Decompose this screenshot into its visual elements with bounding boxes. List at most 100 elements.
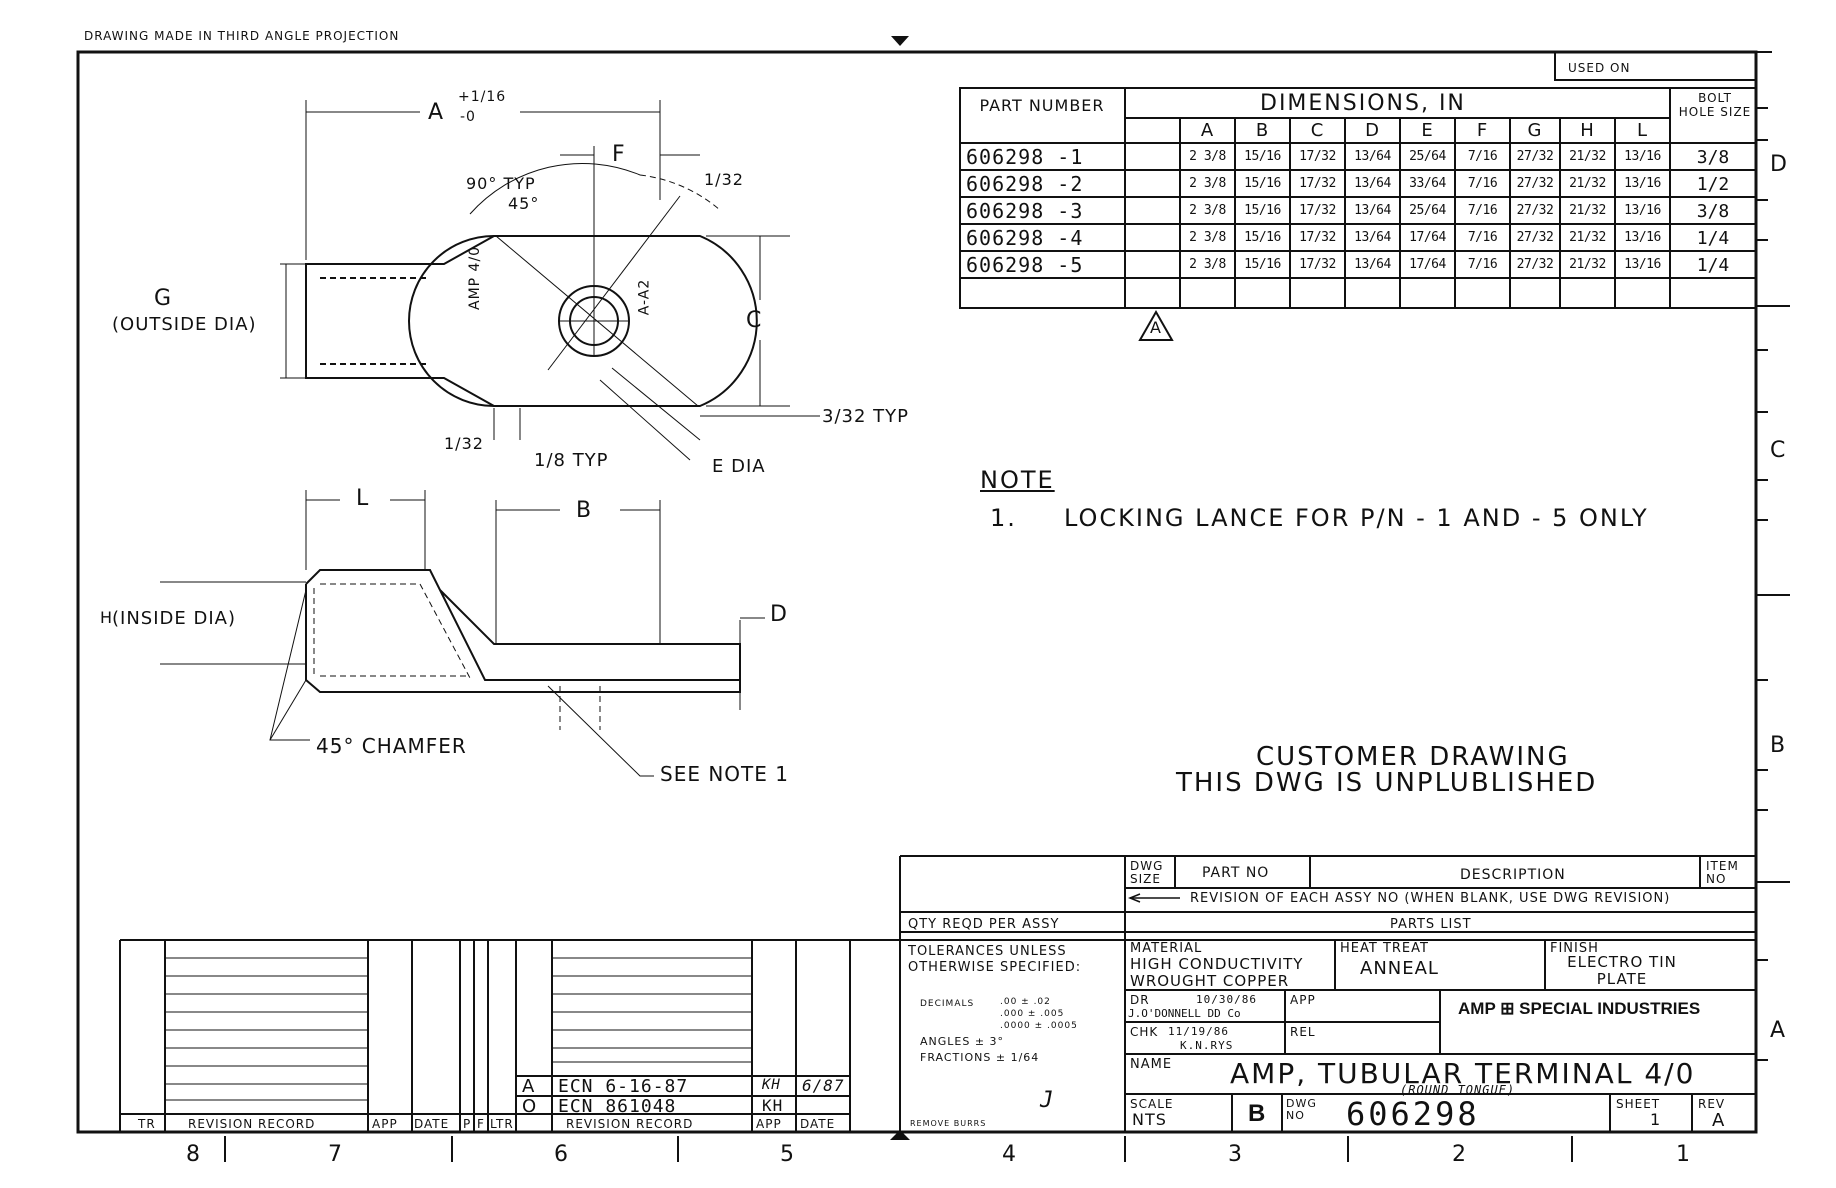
zone-number-6: 6 — [554, 1142, 570, 1167]
rev-hdr-p: P — [463, 1117, 472, 1131]
table-cell-f: 7/16 — [1467, 149, 1498, 164]
zone-number-2: 2 — [1452, 1142, 1468, 1167]
drawing-name: AMP, TUBULAR TERMINAL 4/0 — [1230, 1057, 1696, 1090]
table-cell-e: 25/64 — [1409, 203, 1446, 218]
description-header: DESCRIPTION — [1460, 867, 1566, 883]
scale-value: NTS — [1132, 1110, 1167, 1129]
note-1-text: LOCKING LANCE FOR P/N - 1 AND - 5 ONLY — [1064, 504, 1649, 532]
angle-90-label: 90° TYP — [466, 174, 536, 193]
name-label: NAME — [1130, 1057, 1173, 1072]
dim-132-bottom-label: 1/32 — [444, 434, 484, 453]
table-cell-g: 27/32 — [1516, 203, 1554, 218]
revision-flag-letter: A — [1150, 318, 1162, 337]
table-cell-g: 27/32 — [1516, 176, 1554, 191]
note-1-number: 1. — [990, 504, 1017, 532]
stamp-amp-40: AMP 4/0 — [467, 245, 483, 310]
sheet-label: SHEET — [1616, 1097, 1661, 1111]
dim-c-label: C — [746, 308, 764, 333]
table-cell-d: 13/64 — [1354, 149, 1391, 164]
sheet-border — [76, 50, 1772, 1134]
material-label: MATERIAL — [1130, 941, 1203, 956]
side-view-terminal — [160, 490, 765, 777]
table-col-header-c: C — [1310, 120, 1325, 141]
rev-entry-2-app: KH — [762, 1096, 784, 1115]
revision-note-header: REVISION OF EACH ASSY NO (WHEN BLANK, US… — [1190, 891, 1671, 906]
dim-e-label: E DIA — [712, 456, 766, 477]
table-cell-a: 2 3/8 — [1189, 176, 1226, 191]
dim-332-label: 3/32 TYP — [822, 406, 909, 427]
rev-hdr-date-left: DATE — [414, 1117, 450, 1131]
table-cell-bolt-hole: 3/8 — [1696, 147, 1730, 168]
table-cell-bolt-hole: 3/8 — [1696, 201, 1730, 222]
dr-date: 10/30/86 — [1196, 993, 1257, 1006]
zone-number-8: 8 — [186, 1142, 202, 1167]
table-cell-g: 27/32 — [1516, 149, 1554, 164]
rev-entry-1-record: ECN 6-16-87 — [558, 1076, 689, 1097]
rev-hdr-date-right: DATE — [800, 1117, 836, 1131]
item-no-header: ITEM NO — [1706, 859, 1739, 887]
decimals-tol-3: .0000 ± .0005 — [1000, 1021, 1078, 1031]
projection-note: DRAWING MADE IN THIRD ANGLE PROJECTION — [84, 29, 400, 43]
material-value: HIGH CONDUCTIVITY WROUGHT COPPER — [1130, 955, 1304, 990]
table-cell-g: 27/32 — [1516, 257, 1554, 272]
table-cell-a: 2 3/8 — [1189, 257, 1226, 272]
table-row-part-number: 606298 -2 — [966, 172, 1084, 196]
rev-entry-1-date: 6/87 — [802, 1076, 845, 1095]
dim-18-label: 1/8 TYP — [534, 450, 609, 471]
table-cell-c: 17/32 — [1299, 149, 1336, 164]
dr-name: J.O'DONNELL DD Co — [1128, 1007, 1241, 1020]
table-header-dimensions: DIMENSIONS, IN — [1260, 91, 1466, 116]
rev-value: A — [1712, 1110, 1726, 1131]
app-label: APP — [1290, 993, 1316, 1007]
table-col-header-l: L — [1636, 120, 1649, 141]
rev-hdr-app-left: APP — [372, 1117, 398, 1131]
dim-a-tol-minus: -0 — [460, 109, 476, 125]
chk-label: CHK — [1130, 1025, 1159, 1039]
table-cell-h: 21/32 — [1569, 203, 1606, 218]
rel-label: REL — [1290, 1025, 1316, 1039]
table-cell-f: 7/16 — [1467, 230, 1498, 245]
table-row-part-number: 606298 -3 — [966, 199, 1084, 223]
table-cell-a: 2 3/8 — [1189, 230, 1226, 245]
zone-letter-d: D — [1770, 152, 1789, 177]
zone-letter-b: B — [1770, 733, 1788, 758]
zone-number-1: 1 — [1676, 1142, 1692, 1167]
dim-l-label: L — [356, 486, 371, 511]
see-note-label: SEE NOTE 1 — [660, 762, 789, 786]
dim-132-top-label: 1/32 — [704, 170, 744, 189]
dim-h-label: H — [100, 608, 114, 627]
table-cell-h: 21/32 — [1569, 176, 1606, 191]
part-no-header: PART NO — [1202, 865, 1270, 881]
parts-list-title: PARTS LIST — [1390, 917, 1472, 932]
table-col-header-h: H — [1580, 120, 1595, 141]
dim-g-note: (OUTSIDE DIA) — [112, 314, 257, 335]
dim-a-tol-plus: +1/16 — [458, 89, 507, 105]
table-cell-d: 13/64 — [1354, 203, 1391, 218]
rev-hdr-app-right: APP — [756, 1117, 782, 1131]
table-cell-bolt-hole: 1/2 — [1696, 174, 1730, 195]
dwg-no-value: 606298 — [1346, 1095, 1480, 1133]
zone-letter-c: C — [1770, 438, 1788, 463]
bottom-center-arrow — [890, 1130, 910, 1140]
revision-flag-triangle — [1138, 309, 1174, 341]
table-cell-c: 17/32 — [1299, 176, 1336, 191]
rev-entry-2-ltr: O — [522, 1096, 538, 1117]
table-col-header-g: G — [1527, 120, 1543, 141]
heat-treat-label: HEAT TREAT — [1340, 941, 1429, 956]
table-cell-l: 13/16 — [1624, 203, 1661, 218]
zone-number-3: 3 — [1228, 1142, 1244, 1167]
note-title: NOTE — [980, 466, 1055, 494]
chamfer-label: 45° CHAMFER — [316, 734, 467, 758]
check-mark: J — [1040, 1088, 1056, 1113]
table-cell-l: 13/16 — [1624, 176, 1661, 191]
table-cell-b: 15/16 — [1244, 230, 1281, 245]
angles-tol: ANGLES ± 3° — [920, 1035, 1005, 1048]
table-cell-d: 13/64 — [1354, 176, 1391, 191]
decimals-label: DECIMALS — [920, 999, 975, 1009]
table-row-part-number: 606298 -4 — [966, 226, 1084, 250]
tolerances-title: TOLERANCES UNLESS OTHERWISE SPECIFIED: — [908, 944, 1082, 976]
table-cell-a: 2 3/8 — [1189, 203, 1226, 218]
table-cell-e: 33/64 — [1409, 176, 1446, 191]
table-cell-l: 13/16 — [1624, 257, 1661, 272]
